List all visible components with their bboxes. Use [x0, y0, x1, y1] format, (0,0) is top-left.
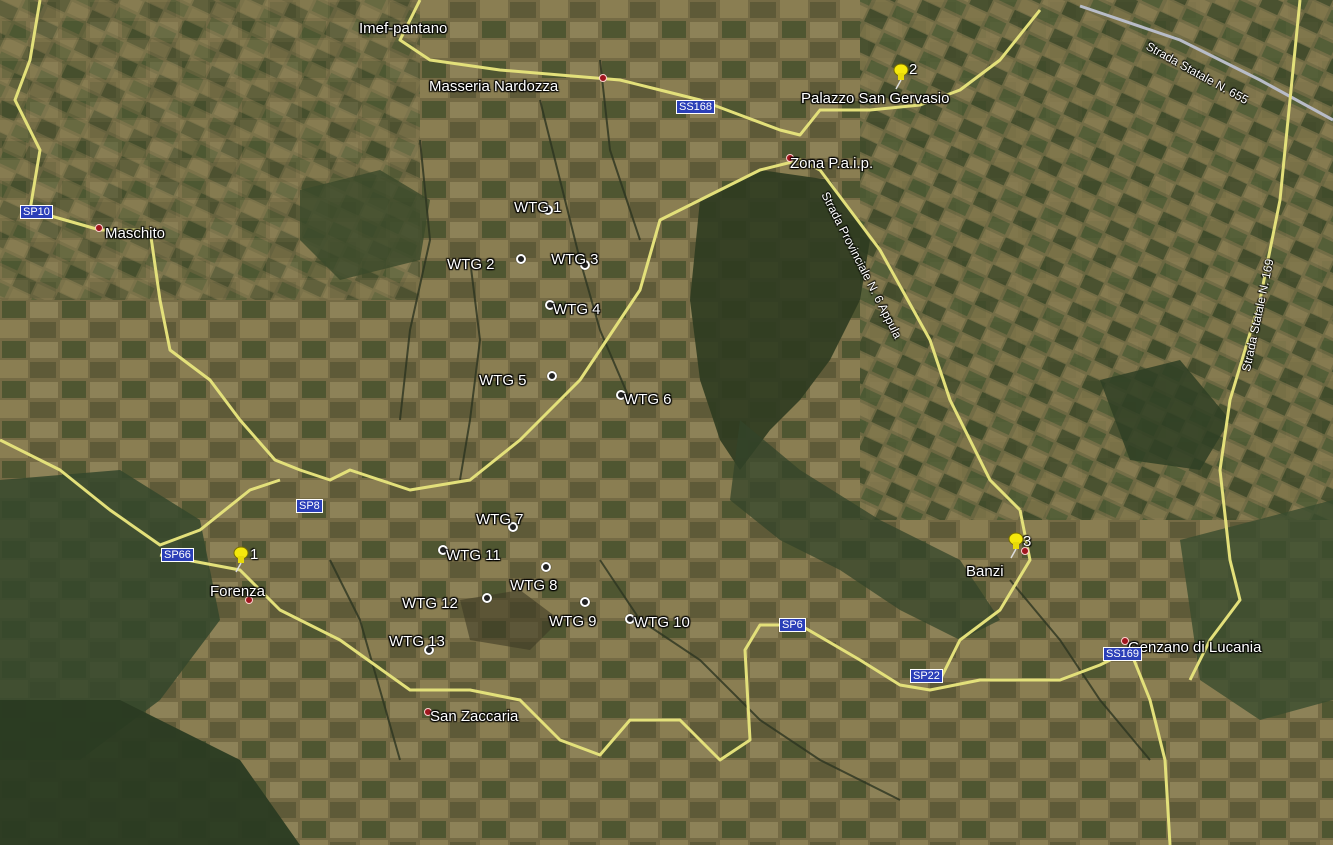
turbine-marker-wtg-9[interactable] — [580, 597, 590, 607]
place-label-maschito[interactable]: Maschito — [105, 225, 166, 242]
town-marker-forenza[interactable] — [245, 596, 253, 604]
road-shield-sp6[interactable]: SP6 — [779, 618, 806, 632]
road-shield-ss168[interactable]: SS168 — [676, 100, 716, 114]
place-label-imef-pantano[interactable]: Imef-pantano — [359, 20, 448, 37]
pushpin-label-1: 1 — [250, 546, 259, 563]
road-shield-sp10[interactable]: SP10 — [20, 205, 53, 219]
turbine-label-wtg-9[interactable]: WTG 9 — [549, 613, 597, 630]
place-label-zona-paip[interactable]: Zona P.a.i.p. — [790, 155, 874, 172]
turbine-marker-wtg-4[interactable] — [545, 300, 555, 310]
pushpin-label-2: 2 — [909, 61, 918, 78]
turbine-marker-wtg-13[interactable] — [424, 645, 434, 655]
turbine-label-wtg-1[interactable]: WTG 1 — [514, 199, 562, 216]
turbine-label-wtg-11[interactable]: WTG 11 — [446, 547, 501, 564]
place-label-forenza[interactable]: Forenza — [210, 583, 266, 600]
town-marker-maschito[interactable] — [95, 224, 103, 232]
place-label-palazzo-san-gervasio[interactable]: Palazzo San Gervasio — [801, 90, 950, 107]
turbine-label-wtg-12[interactable]: WTG 12 — [402, 595, 458, 612]
turbine-label-wtg-6[interactable]: WTG 6 — [624, 391, 672, 408]
turbine-marker-wtg-8[interactable] — [541, 562, 551, 572]
turbine-marker-wtg-10[interactable] — [625, 614, 635, 624]
turbine-label-wtg-13[interactable]: WTG 13 — [389, 633, 445, 650]
place-label-banzi[interactable]: Banzi — [966, 563, 1004, 580]
place-label-san-zaccaria[interactable]: San Zaccaria — [430, 708, 519, 725]
pushpin-icon[interactable] — [890, 62, 912, 90]
turbine-marker-wtg-1[interactable] — [543, 205, 553, 215]
turbine-marker-wtg-2[interactable] — [516, 254, 526, 264]
road-shield-sp8[interactable]: SP8 — [296, 499, 323, 513]
turbine-label-wtg-3[interactable]: WTG 3 — [551, 251, 599, 268]
road-shield-sp22[interactable]: SP22 — [910, 669, 943, 683]
turbine-marker-wtg-12[interactable] — [482, 593, 492, 603]
turbine-label-wtg-7[interactable]: WTG 7 — [476, 511, 524, 528]
pushpin-icon[interactable] — [230, 545, 252, 573]
turbine-marker-wtg-7[interactable] — [508, 522, 518, 532]
place-label-genzano[interactable]: Genzano di Lucania — [1128, 639, 1262, 656]
road-shield-sp66[interactable]: SP66 — [161, 548, 194, 562]
turbine-label-wtg-10[interactable]: WTG 10 — [634, 614, 690, 631]
turbine-marker-wtg-6[interactable] — [616, 390, 626, 400]
turbine-label-wtg-2[interactable]: WTG 2 — [447, 256, 495, 273]
pushpin-label-3: 3 — [1023, 533, 1032, 550]
town-marker-zona-paip[interactable] — [786, 154, 794, 162]
pushpin-icon[interactable] — [1005, 531, 1027, 559]
turbine-marker-wtg-5[interactable] — [547, 371, 557, 381]
turbine-label-wtg-4[interactable]: WTG 4 — [553, 301, 601, 318]
turbine-marker-wtg-3[interactable] — [580, 260, 590, 270]
town-marker-masseria-nardozza[interactable] — [599, 74, 607, 82]
town-marker-genzano[interactable] — [1121, 637, 1129, 645]
turbine-marker-wtg-11[interactable] — [438, 545, 448, 555]
road-shield-ss169[interactable]: SS169 — [1103, 647, 1143, 661]
place-label-masseria-nardozza[interactable]: Masseria Nardozza — [429, 78, 559, 95]
turbine-label-wtg-8[interactable]: WTG 8 — [510, 577, 558, 594]
turbine-label-wtg-5[interactable]: WTG 5 — [479, 372, 527, 389]
town-marker-san-zaccaria[interactable] — [424, 708, 432, 716]
town-marker-banzi[interactable] — [1021, 547, 1029, 555]
